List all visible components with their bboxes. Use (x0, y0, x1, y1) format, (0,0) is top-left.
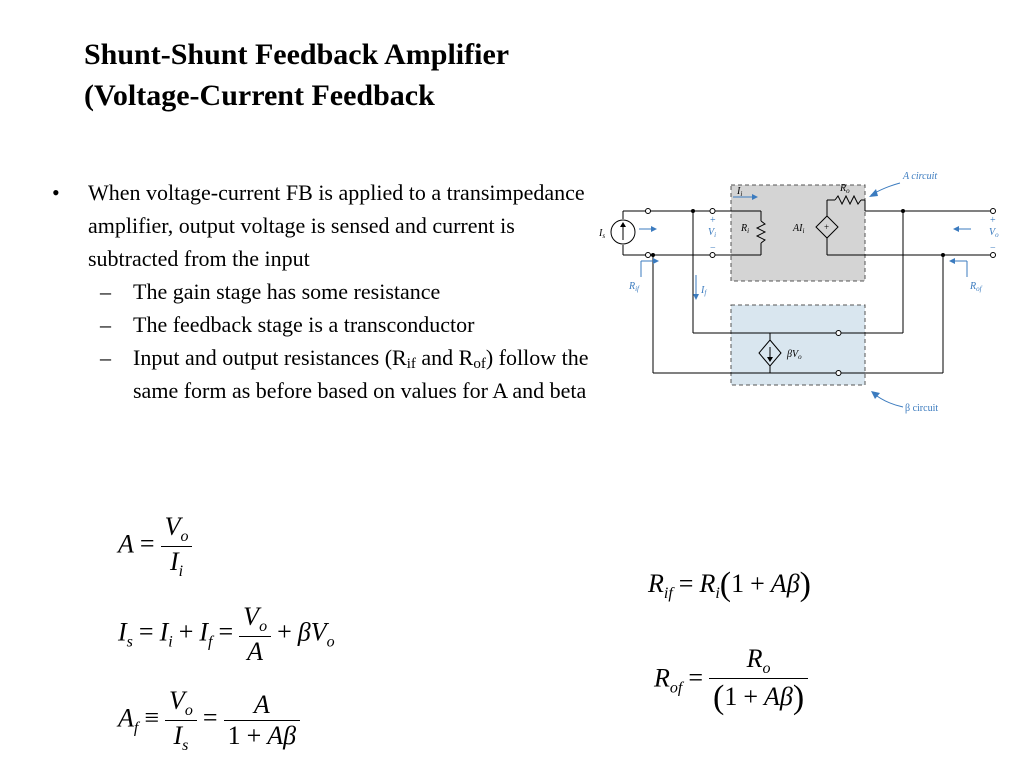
label-ii: Ii (736, 186, 742, 198)
title-line-2: (Voltage-Current Feedback (84, 79, 435, 112)
title-line-1: Shunt-Shunt Feedback Amplifier (84, 38, 510, 71)
label-ri: Ri (740, 223, 749, 235)
bullet-sub-1: – The gain stage has some resistance (52, 275, 592, 308)
dash-mark: – (100, 279, 111, 304)
slide-title: Shunt-Shunt Feedback Amplifier (Voltage-… (84, 34, 509, 116)
shunt-shunt-circuit-diagram: Ii Ro Ri AIi Is Vi Vo Rif Rof If βVo A c… (598, 171, 999, 414)
label-ro: Ro (839, 183, 850, 195)
beta-circuit-box (730, 304, 866, 386)
dash-mark: – (100, 345, 111, 370)
label-if: If (700, 285, 707, 297)
bullet-sub-1-text: The gain stage has some resistance (133, 279, 441, 304)
label-beta-circuit: β circuit (905, 403, 938, 414)
equation-rif: Rif=Ri(1+Aβ) (648, 566, 811, 603)
bullet-sub-2-text: The feedback stage is a transconductor (133, 312, 475, 337)
vi-plus: + (710, 215, 716, 226)
dash-mark: – (100, 312, 111, 337)
bullet-main: • When voltage-current FB is applied to … (52, 176, 592, 275)
bullet-sub-3: – Input and output resistances (Rif and … (52, 341, 592, 407)
bullet-list: • When voltage-current FB is applied to … (52, 176, 592, 407)
vi-minus: − (710, 243, 716, 254)
bullet-mark: • (52, 180, 60, 205)
label-aii: AIi (792, 223, 804, 235)
a-circuit-box (730, 184, 866, 282)
label-vo: Vo (989, 227, 999, 239)
label-rof: Rof (969, 281, 983, 293)
source-plus: + (824, 222, 829, 232)
vo-plus: + (990, 215, 996, 226)
label-rif: Rif (628, 281, 640, 293)
vo-minus: − (990, 243, 996, 254)
bullet-main-text: When voltage-current FB is applied to a … (88, 180, 585, 271)
bullet-sub-3-text: Input and output resistances (Rif and Ro… (133, 345, 589, 403)
label-is: Is (598, 228, 605, 240)
equation-rof: Rof=Ro(1+Aβ) (654, 644, 809, 717)
label-beta-vo: βVo (786, 349, 802, 361)
label-vi: Vi (708, 227, 716, 239)
label-a-circuit: A circuit (902, 171, 937, 182)
bullet-sub-2: – The feedback stage is a transconductor (52, 308, 592, 341)
